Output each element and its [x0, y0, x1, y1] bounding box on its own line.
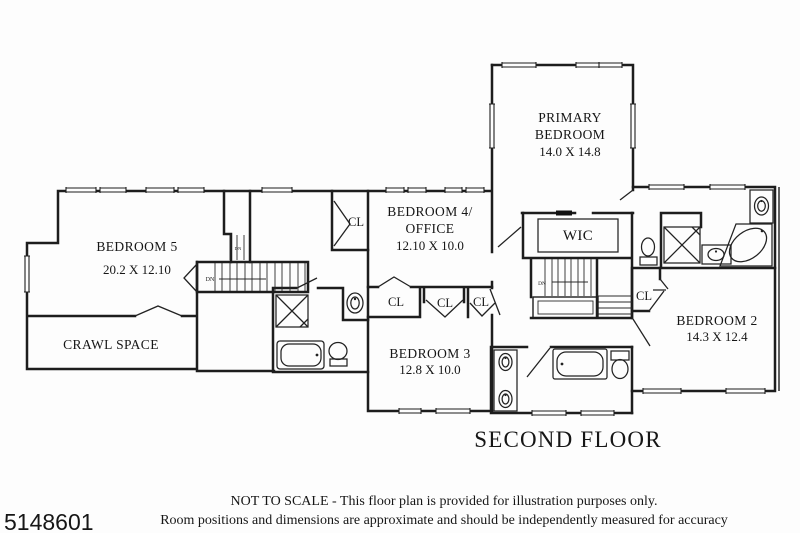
- bedroom5-name: BEDROOM 5: [96, 239, 177, 254]
- toilet-fixture: [328, 341, 348, 367]
- room-label-crawl-space: CRAWL SPACE: [63, 337, 159, 352]
- floor-title: SECOND FLOOR: [474, 427, 662, 452]
- window-primary-right: [630, 103, 636, 149]
- window-band-right-top: [648, 184, 746, 190]
- bedroom4-name1: BEDROOM 4/: [387, 204, 472, 219]
- closet-label: CL: [636, 289, 652, 303]
- bathtub-fixture: [552, 348, 608, 380]
- shower-fixture: [663, 226, 701, 264]
- bedroom2-name: BEDROOM 2: [676, 313, 757, 328]
- closet-label: CL: [388, 295, 404, 309]
- closet-label: CL: [348, 215, 364, 229]
- window-band-top: [65, 187, 485, 193]
- bedroom2-dims: 14.3 X 12.4: [686, 329, 748, 344]
- toilet-fixture: [610, 350, 630, 380]
- double-vanity-fixture: [493, 349, 518, 412]
- bathtub-fixture: [276, 340, 325, 370]
- window-band-primary: [501, 62, 623, 68]
- room-label-bedroom-4-office: BEDROOM 4/ OFFICE 12.10 X 10.0: [387, 204, 472, 253]
- room-label-bedroom-2: BEDROOM 2 14.3 X 12.4: [676, 313, 757, 344]
- room-labels: BEDROOM 5 20.2 X 12.10 CRAWL SPACE BEDRO…: [63, 110, 757, 377]
- primary-bath-fixtures: [639, 189, 774, 267]
- center-staircase: [532, 259, 632, 319]
- window-left-wall: [24, 255, 30, 293]
- wic-closet-system: [537, 210, 619, 253]
- windows: [24, 62, 766, 416]
- room-label-bedroom-3: BEDROOM 3 12.8 X 10.0: [389, 346, 470, 377]
- room-label-wic: WIC: [563, 228, 593, 244]
- main-staircase: [214, 263, 306, 291]
- toilet-fixture: [639, 237, 658, 266]
- window-band-bedroom3: [398, 408, 471, 414]
- window-band-bedroom2: [642, 388, 766, 394]
- room-label-bedroom-5: BEDROOM 5 20.2 X 12.10: [96, 239, 177, 277]
- bedroom5-dims: 20.2 X 12.10: [103, 262, 171, 277]
- bedroom4-name2: OFFICE: [406, 221, 455, 236]
- primary-dims: 14.0 X 14.8: [539, 144, 600, 159]
- closet-label: CL: [437, 296, 453, 310]
- primary-name1: PRIMARY: [538, 110, 602, 125]
- window-primary-left: [489, 103, 495, 149]
- corner-tub-fixture: [719, 223, 773, 267]
- doors: [134, 189, 669, 378]
- listing-id: 5148601: [4, 509, 94, 533]
- bedroom4-dims: 12.10 X 10.0: [396, 238, 464, 253]
- upper-stair-shaft: [229, 235, 245, 260]
- sink-fixture: [346, 292, 364, 314]
- disclaimer-line-1: NOT TO SCALE - This floor plan is provid…: [231, 494, 658, 509]
- vanity-sink-fixture: [749, 189, 774, 224]
- window-band-bath2: [531, 410, 615, 416]
- wic-name: WIC: [563, 228, 593, 244]
- bedroom3-name: BEDROOM 3: [389, 346, 470, 361]
- hall-bath-1-fixtures: [275, 292, 364, 370]
- primary-name2: BEDROOM: [535, 127, 605, 142]
- disclaimer-line-2: Room positions and dimensions are approx…: [160, 513, 728, 528]
- crawl-space-name: CRAWL SPACE: [63, 337, 159, 352]
- stairs-down-label: DN: [235, 246, 242, 251]
- shower-fixture: [275, 294, 309, 328]
- hall-bath-2-fixtures: [493, 348, 630, 412]
- closet-label: CL: [473, 295, 489, 309]
- room-label-primary-bedroom: PRIMARY BEDROOM 14.0 X 14.8: [535, 110, 605, 159]
- stairs-down-label: DN: [206, 277, 215, 283]
- titles: SECOND FLOOR NOT TO SCALE - This floor p…: [4, 427, 728, 533]
- bedroom3-dims: 12.8 X 10.0: [399, 362, 460, 377]
- stairs-down-label: DN: [538, 281, 546, 287]
